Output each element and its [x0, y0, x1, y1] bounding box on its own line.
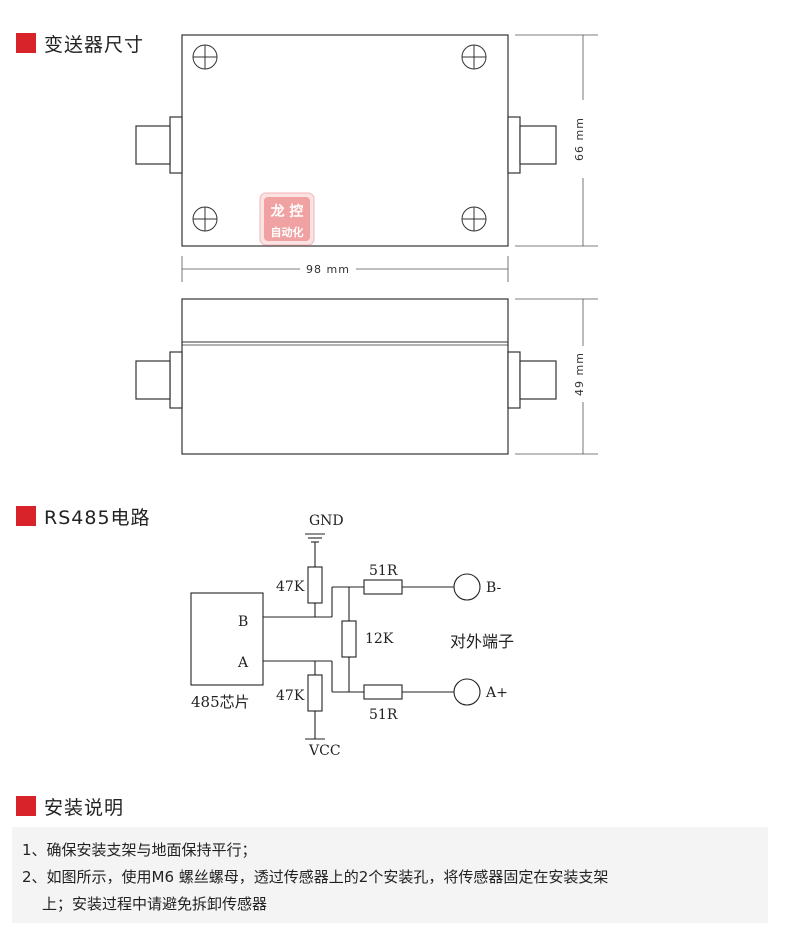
install-title-text: 安装说明 [44, 796, 125, 819]
r-mid-label: 12K [365, 631, 394, 647]
r-a-series-label: 51R [369, 707, 398, 723]
dimensions-title-text: 变送器尺寸 [44, 33, 145, 56]
mount-hole-icon [192, 206, 218, 232]
left-connector [135, 116, 183, 174]
mount-hole-icon [461, 206, 487, 232]
resistor-47k-top [307, 566, 323, 604]
install-notes-panel: 1、确保安装支架与地面保持平行； 2、如图所示，使用M6 螺丝螺母，透过传感器上… [12, 827, 768, 923]
height-dimension-label: 66 mm [573, 117, 586, 161]
depth-dimension-line [515, 298, 598, 455]
resistor-51r-a [363, 684, 403, 700]
r-top-label: 47K [276, 579, 305, 595]
transmitter-dimension-drawing: 66 mm 98 mm 龙 控 自动化 49 mm [135, 34, 598, 455]
section-marker [16, 506, 36, 526]
term-a-label: A+ [485, 685, 508, 701]
side-left-connector [135, 351, 183, 409]
term-b-label: B- [486, 580, 502, 596]
rs485-circuit-diagram: GND 47K 51R B- B 12K 对外端子 A 47K 485芯片 A+… [190, 513, 514, 759]
vcc-label: VCC [308, 743, 341, 759]
mount-hole-icon [192, 44, 218, 70]
install-section-title: 安装说明 [16, 794, 125, 819]
mount-hole-icon [461, 44, 487, 70]
side-right-connector [507, 351, 557, 409]
install-note-1: 1、确保安装支架与地面保持平行； [22, 841, 257, 859]
dimensions-section-title: 变送器尺寸 [16, 31, 145, 56]
resistor-51r-b [363, 579, 403, 595]
gnd-label: GND [309, 513, 344, 529]
side-view-body [181, 298, 509, 455]
r-b-series-label: 51R [369, 563, 398, 579]
install-note-3: 上；安装过程中请避免拆卸传感器 [42, 895, 268, 913]
r-bottom-label: 47K [276, 688, 305, 704]
section-marker [16, 33, 36, 53]
rs485-title-text: RS485电路 [44, 506, 151, 529]
pin-b-label: B [238, 614, 248, 630]
terminal-a-plus [453, 678, 481, 706]
width-dimension-line [181, 256, 509, 282]
brand-watermark-logo: 龙 控 自动化 [259, 192, 315, 246]
resistor-47k-bottom [307, 674, 323, 712]
install-note-2: 2、如图所示，使用M6 螺丝螺母，透过传感器上的2个安装孔，将传感器固定在安装支… [22, 868, 609, 886]
chip-label: 485芯片 [191, 693, 250, 711]
resistor-12k [341, 620, 357, 658]
watermark-line1: 龙 控 [270, 203, 304, 220]
height-dimension-line [515, 34, 598, 247]
top-view-body [181, 34, 509, 247]
terminal-b-minus [453, 573, 481, 601]
rs485-section-title: RS485电路 [16, 504, 151, 529]
rs485-chip-box [190, 592, 264, 686]
width-dimension-label: 98 mm [306, 263, 350, 276]
watermark-line2: 自动化 [271, 225, 304, 239]
right-connector [507, 116, 557, 174]
depth-dimension-label: 49 mm [573, 352, 586, 396]
pin-a-label: A [237, 655, 249, 671]
section-marker [16, 796, 36, 816]
external-terminal-label: 对外端子 [450, 632, 514, 651]
